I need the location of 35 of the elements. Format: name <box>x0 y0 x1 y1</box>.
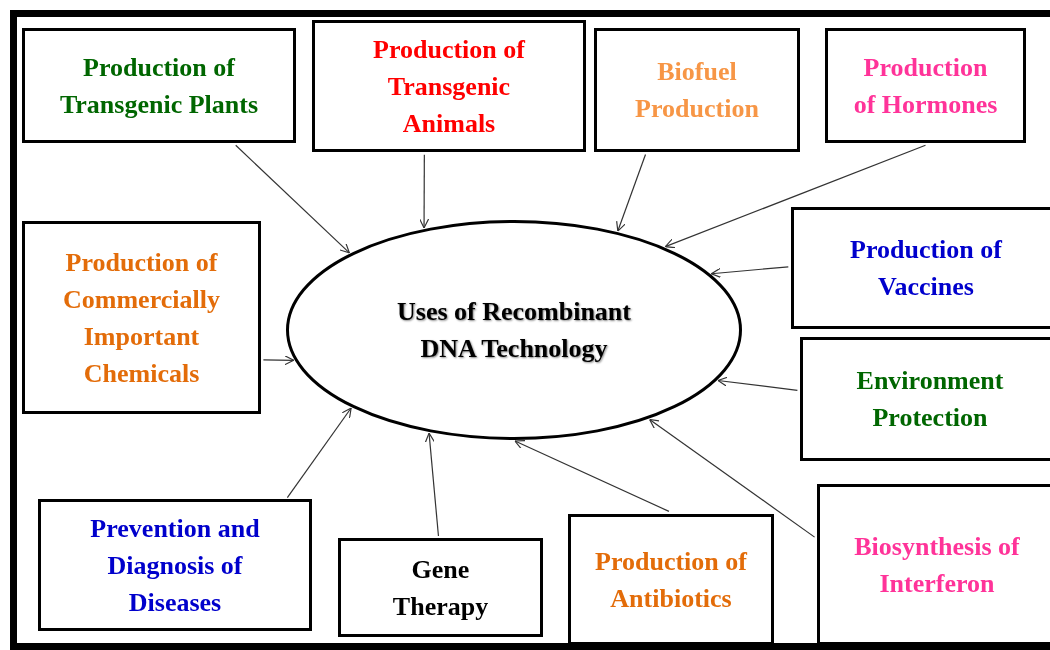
arrow <box>286 407 352 499</box>
arrow <box>710 266 789 278</box>
topic-label: Production of Vaccines <box>849 234 1004 303</box>
topic-box <box>22 221 261 414</box>
topic-box <box>338 538 543 637</box>
topic-box <box>312 20 586 152</box>
topic-box <box>825 28 1026 143</box>
topic-box <box>800 337 1050 461</box>
topic-box <box>817 484 1050 645</box>
arrow <box>419 154 430 229</box>
topic-box <box>38 499 312 631</box>
arrow <box>649 418 816 538</box>
arrow <box>424 432 440 537</box>
topic-label: Production of Commercially Important Chemicals <box>62 246 221 390</box>
topic-label: Production of Hormones <box>852 51 999 121</box>
topic-label: Environment Protection <box>855 365 1005 434</box>
topic-label: Biofuel Production <box>634 56 760 125</box>
arrow <box>514 440 670 512</box>
arrow <box>262 355 295 366</box>
topic-box <box>791 207 1050 329</box>
arrow <box>616 153 647 232</box>
arrow <box>664 144 927 249</box>
topic-label: Gene Therapy <box>391 553 490 623</box>
topic-box <box>22 28 296 143</box>
central-title: Uses of Recombinant DNA Technology <box>396 296 632 365</box>
topic-label: Prevention and Diagnosis of Diseases <box>89 512 261 619</box>
central-ellipse <box>286 220 742 440</box>
topic-box <box>594 28 800 152</box>
topic-label: Biosynthesis of Interferon <box>853 530 1021 600</box>
topic-label: Production of Antibiotics <box>594 545 749 615</box>
topic-label: Production of Transgenic Plants <box>58 51 260 121</box>
arrow <box>717 376 798 391</box>
topic-box <box>568 514 774 645</box>
arrow <box>235 144 350 254</box>
topic-label: Production of Transgenic Animals <box>372 33 527 140</box>
